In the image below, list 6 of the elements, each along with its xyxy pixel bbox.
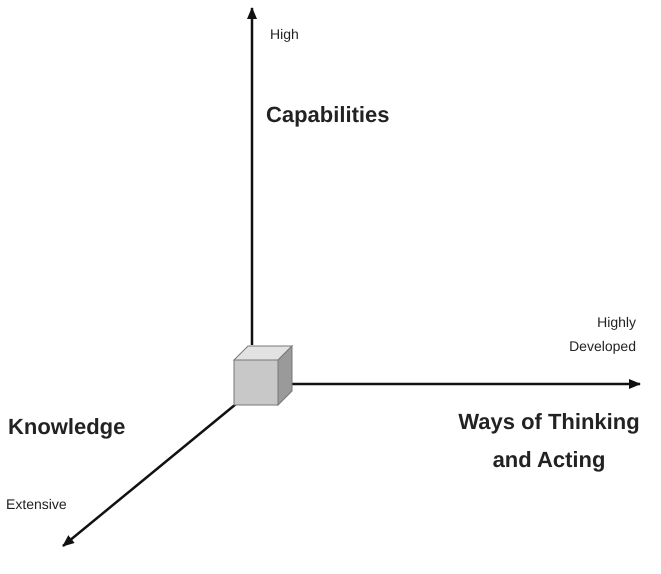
axis-label: High — [270, 25, 300, 44]
axis-title: Capabilities — [266, 101, 390, 129]
axis-label: Extensive — [6, 495, 68, 514]
axis-title: Ways of Thinking and Acting — [457, 408, 641, 474]
axis-label: Highly Developed — [568, 313, 636, 356]
axis-title: Knowledge — [8, 413, 126, 441]
